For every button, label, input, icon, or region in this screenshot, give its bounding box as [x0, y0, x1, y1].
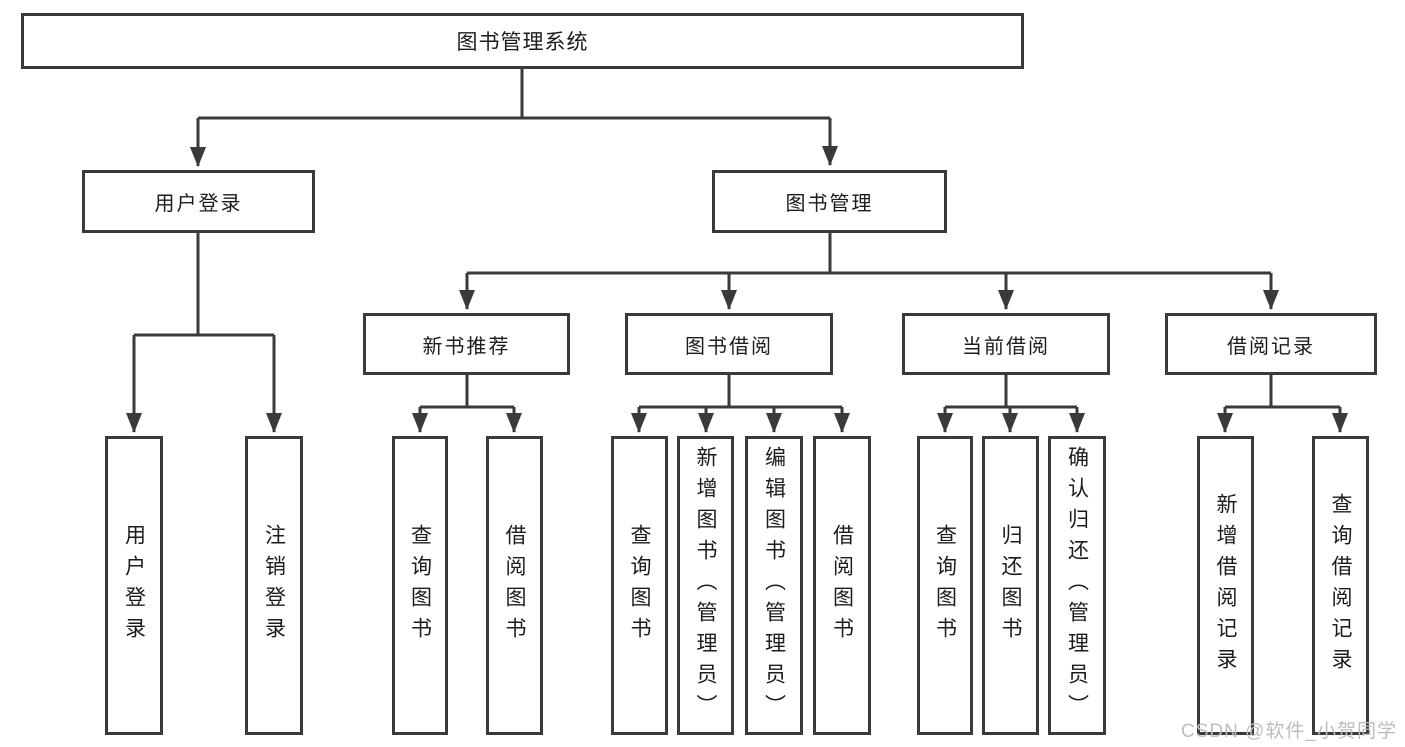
- node-cb-return-books-label: 归还图书: [999, 523, 1022, 648]
- node-ul-login-label: 用户登录: [122, 523, 146, 648]
- node-book-management: 图书管理: [712, 170, 947, 233]
- node-current-borrowing-label: 当前借阅: [962, 335, 1050, 358]
- node-cb-query-books: 查询图书: [917, 436, 973, 735]
- node-ul-logout-label: 注销登录: [262, 523, 286, 648]
- node-cb-query-books-label: 查询图书: [933, 523, 957, 648]
- node-bb-add-books-admin: 新增图书（管理员）: [677, 436, 734, 735]
- node-br-add-record-label: 新增借阅记录: [1214, 492, 1237, 679]
- node-new-book-recommendation: 新书推荐: [363, 313, 570, 375]
- node-root: 图书管理系统: [21, 13, 1024, 69]
- node-ul-login: 用户登录: [105, 436, 163, 735]
- node-bb-edit-books-admin: 编辑图书（管理员）: [745, 436, 803, 735]
- node-br-query-record-label: 查询借阅记录: [1329, 492, 1352, 679]
- node-br-add-record: 新增借阅记录: [1197, 436, 1254, 735]
- node-user-login-label: 用户登录: [154, 193, 243, 215]
- node-new-book-recommendation-label: 新书推荐: [422, 335, 511, 358]
- node-bb-query-books: 查询图书: [611, 436, 668, 735]
- node-book-borrowing: 图书借阅: [625, 313, 833, 375]
- node-user-login: 用户登录: [82, 170, 315, 233]
- node-bb-borrow-books: 借阅图书: [813, 436, 871, 735]
- node-current-borrowing: 当前借阅: [902, 313, 1110, 375]
- node-nbr-query-books: 查询图书: [392, 436, 448, 735]
- node-nbr-borrow-books-label: 借阅图书: [503, 523, 526, 648]
- node-cb-return-books: 归还图书: [982, 436, 1039, 735]
- node-br-query-record: 查询借阅记录: [1312, 436, 1369, 735]
- node-book-borrowing-label: 图书借阅: [685, 335, 773, 358]
- node-bb-query-books-label: 查询图书: [628, 523, 651, 648]
- node-cb-confirm-return-admin: 确认归还（管理员）: [1048, 436, 1106, 735]
- node-borrow-records-label: 借阅记录: [1227, 335, 1315, 358]
- node-borrow-records: 借阅记录: [1165, 313, 1377, 375]
- node-ul-logout: 注销登录: [245, 436, 303, 735]
- node-cb-confirm-return-admin-label: 确认归还（管理员）: [1065, 446, 1089, 725]
- node-bb-edit-books-admin-label: 编辑图书（管理员）: [762, 446, 786, 725]
- node-bb-add-books-admin-label: 新增图书（管理员）: [694, 446, 717, 725]
- csdn-watermark: CSDN @软件_小贺同学: [1181, 721, 1397, 742]
- node-nbr-borrow-books: 借阅图书: [486, 436, 543, 735]
- node-bb-borrow-books-label: 借阅图书: [830, 523, 854, 648]
- node-root-label: 图书管理系统: [456, 31, 589, 54]
- node-book-management-label: 图书管理: [785, 193, 874, 215]
- node-nbr-query-books-label: 查询图书: [408, 523, 432, 648]
